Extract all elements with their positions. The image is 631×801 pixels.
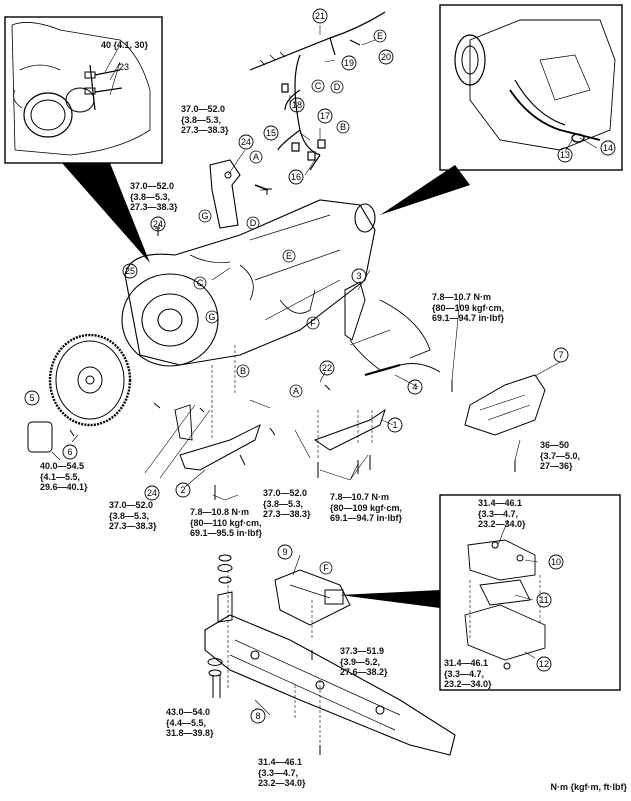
letter-b-mid: B <box>240 366 246 376</box>
unit-footer: N·m {kgf·m, ft·lbf} <box>550 782 628 792</box>
part-16: 16 <box>291 172 301 182</box>
heat-shield-7 <box>464 374 546 436</box>
wiring-harness <box>249 11 386 171</box>
callout-circles <box>24 8 616 724</box>
torque-inset-31b: 31.4—46.1 {3.3—4.7, 23.2—34.0} <box>444 658 492 689</box>
torque-bot-37a: 37.0—52.0 {3.8—5.3, 27.3—38.3} <box>109 500 157 531</box>
mount-9 <box>274 569 351 626</box>
part-18: 18 <box>292 100 302 110</box>
part-7: 7 <box>558 350 563 360</box>
part-9: 9 <box>282 547 287 557</box>
torque-left-430: 43.0—54.0 {4.4—5.5, 31.8—39.8} <box>166 707 214 738</box>
letter-e-mid: E <box>286 251 292 261</box>
connector-letters: C D E B A G D E C G F B A F <box>193 29 387 575</box>
part-3: 3 <box>356 271 361 281</box>
part-24-upper: 24 <box>241 137 251 147</box>
part-5: 5 <box>29 393 34 403</box>
letter-f-bottom: F <box>323 563 329 573</box>
part-1: 1 <box>392 420 397 430</box>
part-15: 15 <box>266 128 276 138</box>
bracket-1 <box>313 408 386 451</box>
part-23: 23 <box>119 62 129 72</box>
torque-inset-31a: 31.4—46.1 {3.3—4.7, 23.2—34.0} <box>478 498 526 529</box>
part-4: 4 <box>412 382 417 392</box>
part-12: 12 <box>539 659 549 669</box>
letter-f-mid: F <box>310 318 316 328</box>
torque-right-36: 36—50 {3.7—5.0, 27—36} <box>540 440 581 471</box>
inset-box-top-right <box>439 4 623 171</box>
letter-g-top: G <box>201 211 208 221</box>
part-19: 19 <box>344 58 354 68</box>
transmission-body <box>121 199 376 367</box>
torque-bot-78a: 7.8—10.8 N·m {80—110 kgf·cm, 69.1—95.5 i… <box>190 507 263 538</box>
torque-40: 40 {4.1, 30} <box>101 40 149 50</box>
leader-lines <box>51 25 598 716</box>
inset-box-bottom-right <box>439 494 621 691</box>
torque-top-mid: 37.0—52.0 {3.8—5.3, 27.3—38.3} <box>181 104 229 135</box>
bracket-2 <box>179 424 261 471</box>
part-number-labels: 21 20 19 18 15 17 16 24 24 25 14 13 3 4 … <box>29 11 613 721</box>
crossmember-8 <box>204 614 456 756</box>
letter-d-top: D <box>334 82 341 92</box>
part-24-left: 24 <box>153 219 163 229</box>
part-24-lower: 24 <box>147 488 157 498</box>
part-14: 14 <box>603 143 613 153</box>
letter-d-mid: D <box>250 218 257 228</box>
letter-e-top: E <box>377 31 383 41</box>
guide-lines <box>211 345 373 745</box>
callout-wedge-left <box>62 163 150 263</box>
bracket-24-upper <box>209 159 269 229</box>
torque-bot-31: 31.4—46.1 {3.3—4.7, 23.2—34.0} <box>258 757 306 788</box>
part-20: 20 <box>381 52 391 62</box>
callout-wedge-right <box>380 165 470 215</box>
letter-a-mid: A <box>293 386 299 396</box>
letter-g-mid: G <box>208 312 215 322</box>
part-2: 2 <box>180 485 185 495</box>
torque-mid-373: 37.3—51.9 {3.9—5.2, 27.6—38.2} <box>340 646 388 677</box>
torque-left-40: 40.0—54.5 {4.1—5.5, 29.6—40.1} <box>40 461 88 492</box>
part-6: 6 <box>67 447 72 457</box>
part-17: 17 <box>320 111 330 121</box>
torque-right-78: 7.8—10.7 N·m {80—109 kgf·cm, 69.1—94.7 i… <box>432 292 505 323</box>
flex-plate <box>48 333 132 427</box>
bolt-stack-left <box>207 554 233 698</box>
callout-wedge-bottom <box>340 590 440 608</box>
inset-box-top-left <box>4 16 163 164</box>
part-8: 8 <box>255 711 260 721</box>
torque-bot-78b: 7.8—10.7 N·m {80—109 kgf·cm, 69.1—94.7 i… <box>330 492 403 523</box>
torque-left-mid: 37.0—52.0 {3.8—5.3, 27.3—38.3} <box>130 181 178 212</box>
bolts <box>69 188 516 755</box>
part-25: 25 <box>125 266 135 276</box>
part-11: 11 <box>539 595 548 605</box>
letter-c-mid: C <box>197 278 204 288</box>
shift-linkage <box>344 281 441 377</box>
letter-b-top: B <box>340 122 346 132</box>
part-13: 13 <box>560 150 570 160</box>
part-22: 22 <box>322 363 332 373</box>
part-10: 10 <box>551 557 561 567</box>
torque-bot-37b: 37.0—52.0 {3.8—5.3, 27.3—38.3} <box>263 488 311 519</box>
part-21: 21 <box>315 11 325 21</box>
cover-5 <box>27 421 53 453</box>
letter-a-top: A <box>253 152 259 162</box>
letter-c-top: C <box>315 81 322 91</box>
